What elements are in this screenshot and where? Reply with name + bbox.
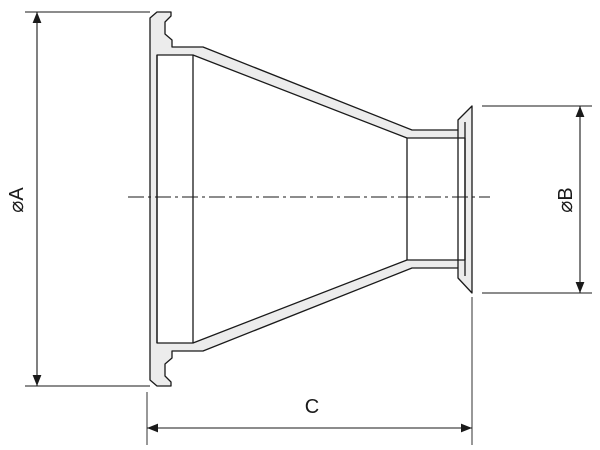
dimension-a-label: ⌀A [6,187,28,213]
dimension-c: C [146,297,473,445]
reducer-body [149,11,473,387]
dimension-a: ⌀A [6,11,150,387]
reducer-edges [156,55,466,343]
dimension-b-label: ⌀B [555,187,577,212]
dimension-b: ⌀B [482,105,592,294]
dimension-c-label: C [305,396,319,418]
